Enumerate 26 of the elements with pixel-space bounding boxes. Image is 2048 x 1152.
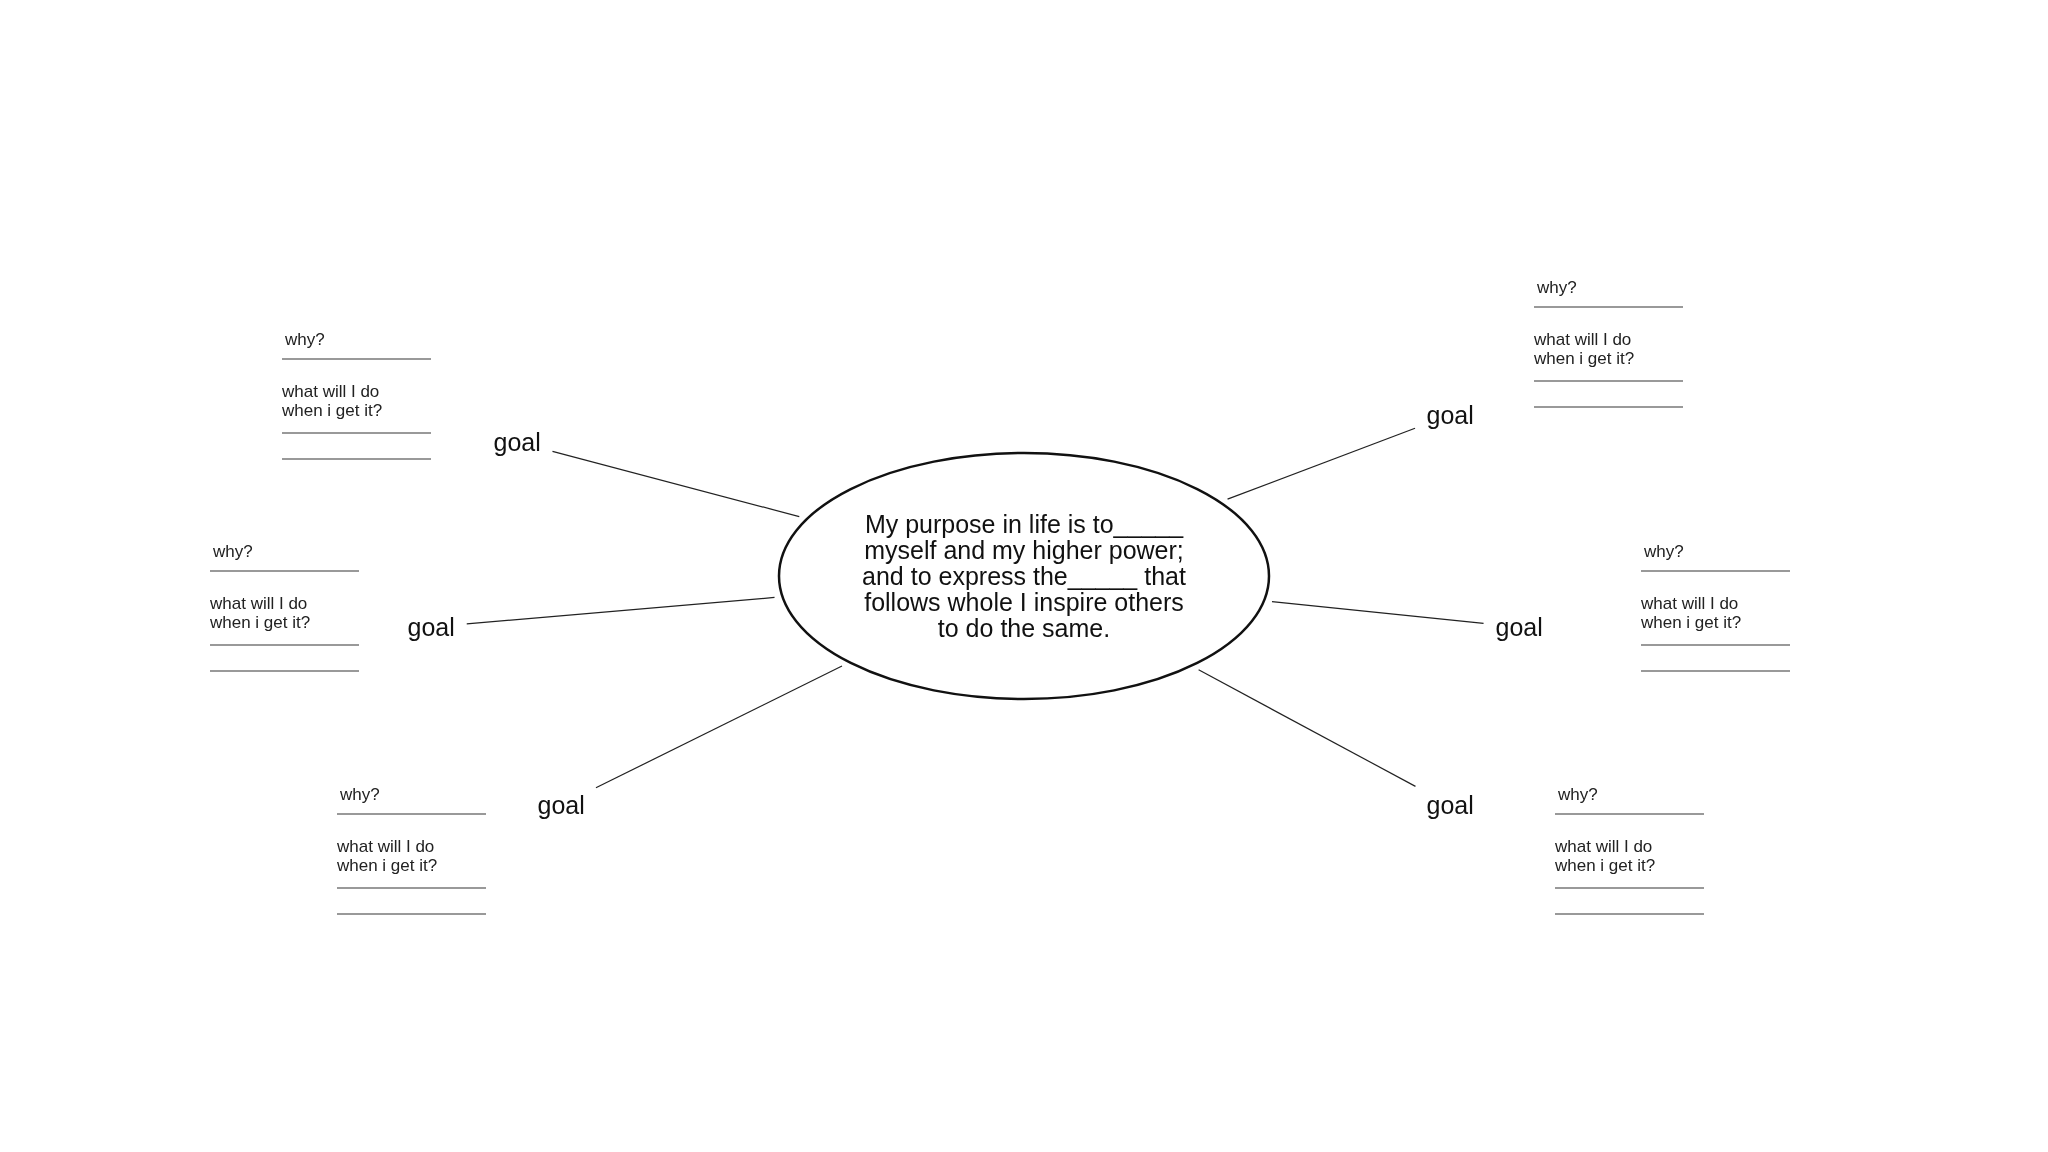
goal-label: goal [489, 425, 545, 459]
goal-label: goal [1422, 398, 1478, 432]
connector-line [551, 450, 800, 518]
question-text: what will I do when i get it? [282, 382, 384, 420]
goal-label: goal [403, 610, 459, 644]
connector-line [1198, 669, 1417, 787]
connector-line [466, 596, 776, 625]
question-text: why? [1558, 785, 1599, 804]
question-text: why? [213, 542, 254, 561]
question-text: why? [1644, 542, 1685, 561]
question-text: why? [340, 785, 381, 804]
purpose-ellipse [777, 451, 1271, 701]
question-text: what will I do when i get it? [1641, 594, 1743, 632]
question-text: why? [285, 330, 326, 349]
purpose-statement: My purpose in life is to_____ myself and my higher power; and to express the_____ that follows whole I inspire others to do the same. [861, 511, 1187, 641]
question-text: what will I do when i get it? [1555, 837, 1657, 875]
question-text: what will I do when i get it? [1534, 330, 1636, 368]
connector-line [595, 665, 843, 789]
question-text: why? [1537, 278, 1578, 297]
question-text: what will I do when i get it? [210, 594, 312, 632]
goal-label: goal [533, 788, 589, 822]
connector-line [1226, 427, 1416, 500]
question-text: what will I do when i get it? [337, 837, 439, 875]
goal-label: goal [1491, 610, 1547, 644]
connector-line [1271, 600, 1485, 624]
goal-label: goal [1422, 788, 1478, 822]
